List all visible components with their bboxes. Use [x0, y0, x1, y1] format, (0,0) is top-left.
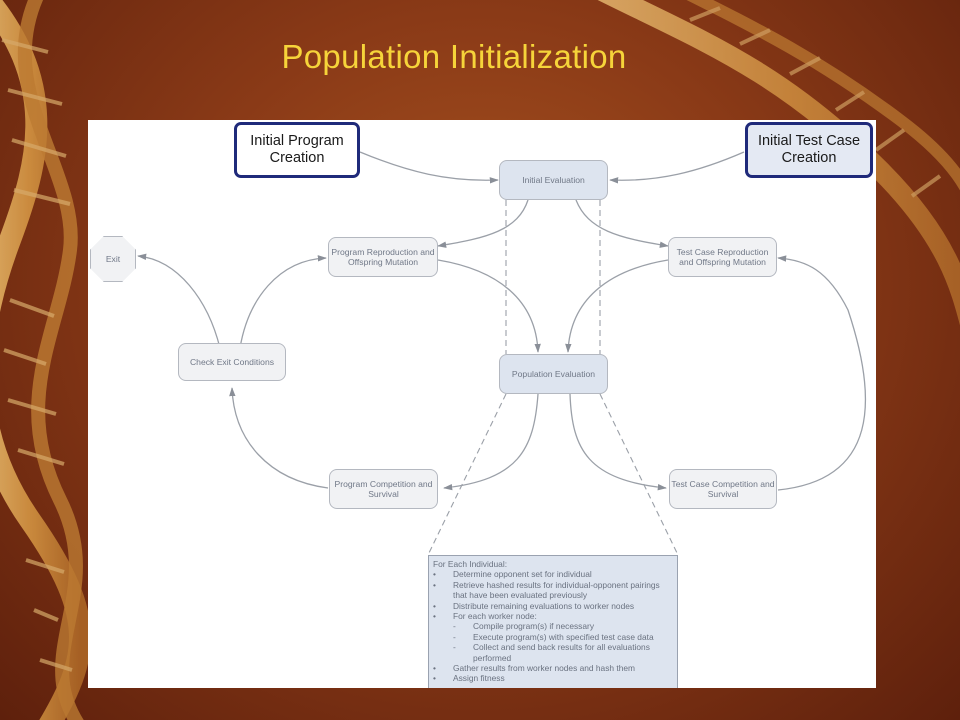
exit-label: Exit — [105, 254, 121, 264]
test-case-competition-node: Test Case Competition and Survival — [669, 469, 777, 509]
detail-substep: -Execute program(s) with specified test … — [453, 631, 654, 642]
detail-step: •Retrieve hashed results for individual-… — [433, 579, 660, 590]
arrow-testcase-to-initial-eval — [609, 151, 745, 184]
slide-title: Population Initialization — [281, 38, 627, 75]
test-case-competition-label: Test Case Competition and Survival — [671, 478, 775, 499]
initial-program-creation-label: Initial Program Creation — [250, 133, 344, 166]
arrow-initial-eval-to-program-repro — [437, 199, 529, 248]
exit-node: Exit — [90, 236, 136, 282]
left-helix — [0, 0, 91, 720]
program-competition-label: Program Competition and Survival — [334, 478, 433, 499]
program-reproduction-node: Program Reproduction and Offspring Mutat… — [328, 237, 438, 277]
connector-layer — [137, 151, 867, 556]
detail-step-continuation: that have been evaluated previously — [453, 590, 588, 601]
arrow-testcase-repro-to-pop-eval — [565, 259, 669, 353]
initial-test-case-creation-node: Initial Test Case Creation — [745, 122, 873, 178]
arrow-pop-eval-to-program-comp — [443, 393, 539, 491]
arrow-initial-eval-to-testcase-repro — [575, 199, 669, 248]
test-case-reproduction-label: Test Case Reproduction and Offspring Mut… — [676, 246, 769, 267]
check-exit-conditions-label: Check Exit Conditions — [189, 356, 275, 367]
detail-step: •Assign fitness — [433, 673, 505, 684]
detail-substep-continuation: performed — [473, 652, 512, 663]
initial-test-case-creation-label: Initial Test Case Creation — [757, 133, 861, 166]
detail-header: For Each Individual: — [433, 559, 508, 569]
initial-evaluation-label: Initial Evaluation — [522, 174, 585, 185]
detail-step: •Determine opponent set for individual — [433, 569, 592, 580]
evaluation-detail-box: For Each Individual: •Determine opponent… — [428, 555, 678, 688]
arrow-check-exit-to-exit — [137, 253, 221, 349]
diagram-panel: Initial Program Creation Initial Test Ca… — [88, 120, 876, 688]
program-competition-node: Program Competition and Survival — [329, 469, 438, 509]
program-reproduction-label: Program Reproduction and Offspring Mutat… — [331, 246, 435, 267]
initial-program-creation-node: Initial Program Creation — [234, 122, 360, 178]
dashed-detail-left — [427, 393, 507, 556]
right-helix — [597, 0, 960, 326]
arrow-program-to-initial-eval — [359, 151, 499, 184]
arrow-testcase-comp-to-testcase-repro — [777, 255, 867, 491]
detail-step: •Gather results from worker nodes and ha… — [433, 663, 636, 674]
detail-step: •Distribute remaining evaluations to wor… — [433, 600, 635, 611]
check-exit-conditions-node: Check Exit Conditions — [178, 343, 286, 381]
detail-substep: -Compile program(s) if necessary — [453, 621, 595, 632]
population-evaluation-label: Population Evaluation — [511, 368, 596, 379]
detail-substep: -Collect and send back results for all e… — [453, 642, 650, 653]
arrow-pop-eval-to-testcase-comp — [569, 393, 667, 491]
detail-step: •For each worker node: — [433, 611, 537, 622]
population-evaluation-node: Population Evaluation — [499, 354, 608, 394]
arrow-program-repro-to-pop-eval — [437, 259, 541, 353]
test-case-reproduction-node: Test Case Reproduction and Offspring Mut… — [668, 237, 777, 277]
arrow-check-exit-to-program-repro — [239, 255, 327, 349]
initial-evaluation-node: Initial Evaluation — [499, 160, 608, 200]
arrow-program-comp-to-check-exit — [229, 387, 329, 489]
